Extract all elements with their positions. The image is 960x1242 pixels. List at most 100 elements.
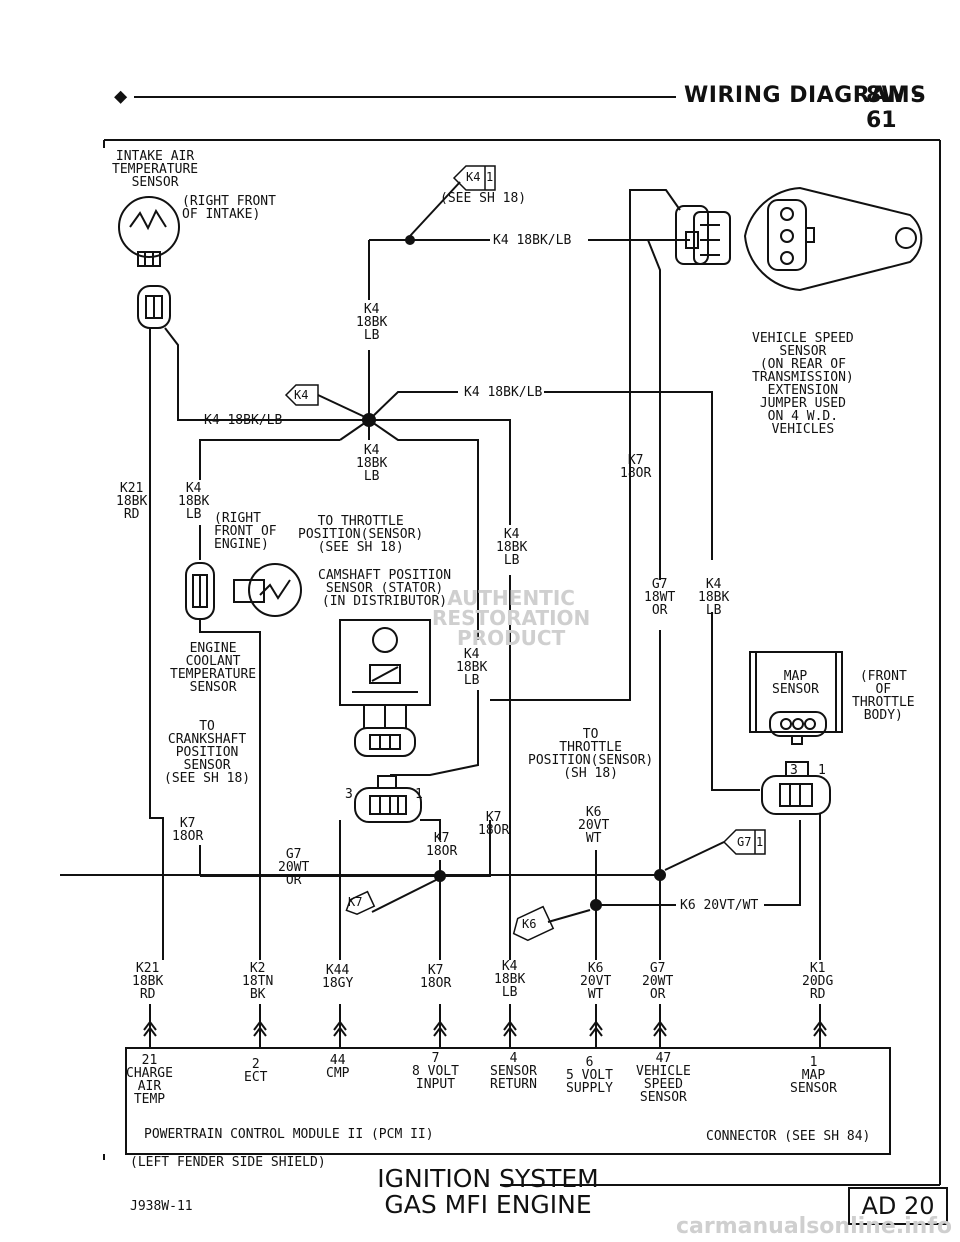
ad-page-box: AD 20 bbox=[848, 1187, 948, 1225]
ect-sensor-label: ENGINE COOLANT TEMPERATURE SENSOR bbox=[170, 641, 257, 695]
wire-k21 bbox=[149, 328, 164, 960]
pin-number: 7 bbox=[431, 1051, 440, 1066]
wire-label-k4: K4 18BK LB bbox=[494, 959, 526, 1000]
k4-18bk-lb-e-label: K4 18BK LB bbox=[698, 577, 730, 618]
to-tps-right-label: TO THROTTLE POSITION(SENSOR) (SH 18) bbox=[528, 727, 654, 781]
cavity-stubs bbox=[149, 1004, 821, 1048]
wire-label-k7: K7 18OR bbox=[420, 963, 452, 991]
pcm-pin-6: 6 5 VOLT SUPPLY bbox=[566, 1056, 613, 1095]
ect-location-label: (RIGHT FRONT OF ENGINE) bbox=[214, 511, 277, 552]
k4-ref-tag-top bbox=[409, 165, 496, 237]
cmp-connector-icon bbox=[354, 775, 422, 823]
pcm-pin-4: 4 SENSOR RETURN bbox=[490, 1052, 537, 1091]
k7-18or-right-label: K7 18OR bbox=[478, 810, 510, 838]
pcm-pin-1: 1 MAP SENSOR bbox=[790, 1056, 837, 1095]
pin-name: SENSOR RETURN bbox=[490, 1064, 537, 1092]
header-rule bbox=[134, 96, 676, 98]
k4-18bklb-right-label: K4 18BK/LB bbox=[464, 385, 543, 400]
k4-tag-mid bbox=[284, 384, 366, 418]
wire-label-g7: G7 20WT OR bbox=[642, 961, 674, 1002]
pin-number: 1 bbox=[809, 1055, 818, 1070]
drawing-id: J938W-11 bbox=[130, 1199, 193, 1214]
pcm-pin-2: 2 ECT bbox=[244, 1058, 267, 1084]
wire-label-k6: K6 20VT WT bbox=[580, 961, 612, 1002]
k7-18or-top-label: K7 18OR bbox=[620, 453, 652, 481]
vss-connector-icon bbox=[675, 205, 731, 265]
k4-18bklb-top-label: K4 18BK/LB bbox=[493, 233, 572, 248]
iat-sensor-icon bbox=[118, 196, 180, 329]
k7-18or-mid-label: K7 18OR bbox=[426, 831, 458, 859]
pcm-connector-label: CONNECTOR (SEE SH 84) bbox=[706, 1129, 871, 1144]
k4-18bk-lb-f-label: K4 18BK LB bbox=[456, 647, 488, 688]
camshaft-label: CAMSHAFT POSITION SENSOR (STATOR) (IN DI… bbox=[318, 568, 452, 609]
k4-tag-mid-label: K4 bbox=[294, 388, 309, 402]
section-title: WIRING DIAGRAMS bbox=[684, 83, 927, 108]
pin-number: 2 bbox=[251, 1057, 260, 1072]
map-connector-icon bbox=[761, 761, 831, 815]
k6-20vtwt-label: K6 20VT/WT bbox=[680, 898, 759, 913]
k4-ref-tag-label: K4 bbox=[466, 170, 481, 184]
wire-label-k1: K1 20DG RD bbox=[802, 961, 834, 1002]
k4-18bk-lb-a-label: K4 18BK LB bbox=[356, 302, 388, 343]
wire-k4-map bbox=[544, 391, 713, 560]
cavity-chevrons bbox=[143, 1020, 827, 1037]
k4-18bk-lb-b-label: K4 18BK LB bbox=[356, 443, 388, 484]
k21-18bk-rd-top-label: K21 18BK RD bbox=[116, 481, 148, 522]
k4-18bklb-left-label: K4 18BK/LB bbox=[204, 413, 283, 428]
vss-label: VEHICLE SPEED SENSOR (ON REAR OF TRANSMI… bbox=[752, 331, 854, 437]
wire-k4-iat bbox=[164, 327, 369, 421]
g7-18wt-or-label: G7 18WT OR bbox=[644, 577, 676, 618]
pin-name: 5 VOLT SUPPLY bbox=[566, 1068, 613, 1096]
k4-18bk-lb-d-label: K4 18BK LB bbox=[496, 527, 528, 568]
pin-number: 21 bbox=[141, 1053, 158, 1068]
k7-tag bbox=[345, 879, 437, 916]
pin-number: 47 bbox=[655, 1051, 672, 1066]
g7-num-label: 1 bbox=[756, 835, 764, 849]
map-sensor-label: MAP SENSOR bbox=[772, 669, 819, 697]
pcm-pin-7: 7 8 VOLT INPUT bbox=[412, 1052, 459, 1091]
pcm-pin-47: 47 VEHICLE SPEED SENSOR bbox=[636, 1052, 691, 1104]
ect-sensor-icon bbox=[185, 562, 302, 620]
g7-20wt-or-mid-label: G7 20WT OR bbox=[278, 847, 310, 888]
pcm-box bbox=[125, 1047, 891, 1155]
pin-3-label: 3 bbox=[345, 787, 353, 802]
pin-name: 8 VOLT INPUT bbox=[412, 1064, 459, 1092]
watermark-url: carmanualsonline.info bbox=[676, 1214, 952, 1239]
k4-ref-num-label: 1 bbox=[486, 170, 494, 184]
map-pin-3-label: 3 bbox=[790, 763, 798, 778]
map-sensor-icon bbox=[749, 651, 843, 745]
pin-name: ECT bbox=[244, 1070, 268, 1085]
pin-name: CHARGE AIR TEMP bbox=[126, 1066, 173, 1107]
page-header: ◆ WIRING DIAGRAMS 8W - 61 bbox=[0, 82, 960, 133]
pin-1-label: 1 bbox=[415, 787, 423, 802]
iat-sensor-label: INTAKE AIR TEMPERATURE SENSOR bbox=[112, 149, 199, 190]
pin-name: MAP SENSOR bbox=[790, 1068, 837, 1096]
system-title-1: IGNITION SYSTEM bbox=[377, 1164, 599, 1193]
k7-18or-left-label: K7 18OR bbox=[172, 816, 204, 844]
pin-number: 6 bbox=[585, 1055, 594, 1070]
page-number: 8W - 61 bbox=[866, 83, 923, 133]
pcm-location-label: (LEFT FENDER SIDE SHIELD) bbox=[130, 1155, 326, 1170]
pin-number: 4 bbox=[509, 1051, 518, 1066]
see-sh18-top-label: (SEE SH 18) bbox=[440, 191, 527, 206]
k6-20vt-wt-top-label: K6 20VT WT bbox=[578, 805, 610, 846]
map-location-label: (FRONT OF THROTTLE BODY) bbox=[852, 669, 915, 723]
wire-label-k2: K2 18TN BK bbox=[242, 961, 274, 1002]
map-pin-1-label: 1 bbox=[818, 763, 826, 778]
iat-location-label: (RIGHT FRONT OF INTAKE) bbox=[182, 194, 276, 222]
pcm-pin-44: 44 CMP bbox=[326, 1054, 349, 1080]
wire-tps-right bbox=[490, 189, 681, 701]
system-title-2: GAS MFI ENGINE bbox=[384, 1190, 592, 1219]
g7-tag bbox=[664, 829, 766, 871]
vss-sensor-icon bbox=[743, 186, 923, 292]
pin-number: 44 bbox=[329, 1053, 346, 1068]
k4-18bk-lb-c-label: K4 18BK LB bbox=[178, 481, 210, 522]
g7-tag-label: G7 bbox=[737, 835, 752, 849]
wire-k4-mapconn bbox=[711, 612, 760, 791]
to-ckp-label: TO CRANKSHAFT POSITION SENSOR (SEE SH 18… bbox=[164, 719, 251, 786]
watermark-logo: AUTHENTIC RESTORATION PRODUCT bbox=[432, 586, 591, 650]
to-tps-left-label: TO THROTTLE POSITION(SENSOR) (SEE SH 18) bbox=[298, 514, 424, 555]
wire-k4-ret bbox=[369, 419, 511, 525]
k6-tag bbox=[512, 905, 591, 942]
